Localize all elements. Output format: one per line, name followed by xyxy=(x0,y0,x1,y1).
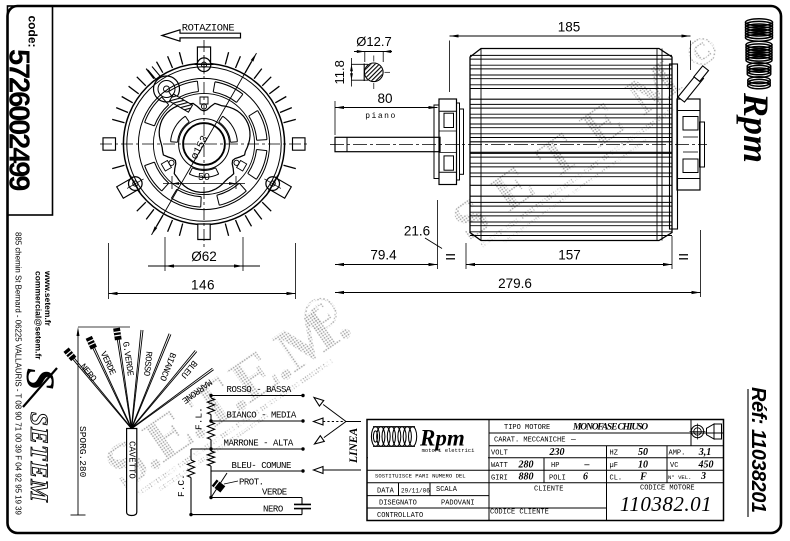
svg-text:885 chemin St Bernard - 0622: 885 chemin St Bernard - 06225 VALLAURIS … xyxy=(14,232,23,516)
svg-text:Réf: 11038201: Réf: 11038201 xyxy=(747,387,769,513)
svg-text:CAVETTO: CAVETTO xyxy=(127,441,137,479)
svg-text:Rpm: Rpm xyxy=(419,426,465,451)
svg-text:110382.01: 110382.01 xyxy=(620,492,712,516)
svg-text:280: 280 xyxy=(518,459,534,470)
svg-text:F.C.: F.C. xyxy=(176,474,187,497)
svg-text:3: 3 xyxy=(700,471,706,482)
svg-text:MONOFASE CHIUSO: MONOFASE CHIUSO xyxy=(572,423,648,433)
svg-text:50: 50 xyxy=(198,171,210,183)
svg-text:SPORG.280: SPORG.280 xyxy=(77,426,88,478)
svg-text:PROT.: PROT. xyxy=(239,478,264,488)
svg-text:Ø12.7: Ø12.7 xyxy=(356,34,391,49)
svg-text:VOLT: VOLT xyxy=(491,450,508,458)
svg-text:LINEA: LINEA xyxy=(348,428,360,464)
svg-text:Rpm: Rpm xyxy=(736,92,776,163)
svg-text:5726002499: 5726002499 xyxy=(3,49,35,191)
svg-text:ROTAZIONE: ROTAZIONE xyxy=(182,23,235,35)
svg-text:21.6: 21.6 xyxy=(404,224,430,239)
svg-text:WATT: WATT xyxy=(491,462,508,470)
svg-text:µF: µF xyxy=(610,462,618,470)
svg-text:code:: code: xyxy=(26,16,40,48)
svg-text:F: F xyxy=(639,472,647,483)
svg-text:SETEM: SETEM xyxy=(25,412,52,503)
svg-text:CONTROLLATO: CONTROLLATO xyxy=(377,512,423,520)
svg-text:BIANCO - MEDIA: BIANCO - MEDIA xyxy=(227,411,297,421)
svg-text:SCALA: SCALA xyxy=(436,486,458,494)
svg-text:—: — xyxy=(570,436,576,445)
svg-text:commercial@setem.fr: commercial@setem.fr xyxy=(34,271,44,360)
svg-text:POLI: POLI xyxy=(549,474,566,482)
svg-text:157: 157 xyxy=(558,248,581,263)
svg-text:–: – xyxy=(584,459,590,470)
svg-text:N° VEL.: N° VEL. xyxy=(668,474,692,481)
svg-text:PADOVANI: PADOVANI xyxy=(441,499,475,507)
svg-text:50: 50 xyxy=(638,447,648,458)
svg-text:TIPO MOTORE: TIPO MOTORE xyxy=(504,424,550,432)
svg-text:CARAT. MECCANICHE: CARAT. MECCANICHE xyxy=(494,437,565,445)
svg-text:ROSSO: ROSSO xyxy=(141,351,154,377)
svg-text:146: 146 xyxy=(191,278,215,293)
svg-text:DISEGNATO: DISEGNATO xyxy=(379,499,417,507)
svg-text:HP: HP xyxy=(551,462,559,470)
svg-text:piano: piano xyxy=(365,112,397,121)
svg-text:185: 185 xyxy=(558,20,581,35)
svg-text:VC: VC xyxy=(670,462,678,470)
svg-text:MARRONE - ALTA: MARRONE - ALTA xyxy=(224,439,294,449)
svg-text:450: 450 xyxy=(698,459,714,470)
svg-text:80: 80 xyxy=(377,91,392,106)
svg-text:G.VERDE: G.VERDE xyxy=(120,341,135,376)
svg-text:Ø62: Ø62 xyxy=(191,249,217,264)
svg-text:3,1: 3,1 xyxy=(698,447,712,458)
svg-text:CODICE MOTORE: CODICE MOTORE xyxy=(640,485,695,493)
svg-text:HZ: HZ xyxy=(610,449,618,457)
svg-text:880: 880 xyxy=(519,472,534,483)
svg-text:29/11/06: 29/11/06 xyxy=(401,487,430,494)
svg-text:VERDE: VERDE xyxy=(262,488,287,498)
svg-text:GIRI: GIRI xyxy=(491,475,508,483)
svg-text:CODICE CLIENTE: CODICE CLIENTE xyxy=(490,509,549,517)
svg-text:DATA: DATA xyxy=(377,487,395,495)
svg-text:79.4: 79.4 xyxy=(370,248,397,263)
svg-text:www.setem.fr: www.setem.fr xyxy=(43,270,53,327)
svg-text:11.8: 11.8 xyxy=(332,60,347,84)
svg-text:6: 6 xyxy=(583,472,588,483)
svg-text:NERO: NERO xyxy=(263,505,283,515)
svg-text:AMP.: AMP. xyxy=(669,449,686,457)
svg-text:ROSSO - BASSA: ROSSO - BASSA xyxy=(227,385,292,395)
svg-text:10: 10 xyxy=(638,459,648,470)
svg-text:279.6: 279.6 xyxy=(498,276,532,291)
svg-text:BLEU- COMUNE: BLEU- COMUNE xyxy=(232,461,291,471)
svg-text:SOSTITUISCE PARI NUMERO DEL: SOSTITUISCE PARI NUMERO DEL xyxy=(375,473,466,480)
svg-text:F.L.: F.L. xyxy=(194,407,205,430)
svg-text:motori elettrici: motori elettrici xyxy=(422,447,476,454)
svg-text:CL.: CL. xyxy=(610,474,623,482)
svg-text:230: 230 xyxy=(549,447,565,458)
svg-text:CLIENTE: CLIENTE xyxy=(534,486,563,494)
